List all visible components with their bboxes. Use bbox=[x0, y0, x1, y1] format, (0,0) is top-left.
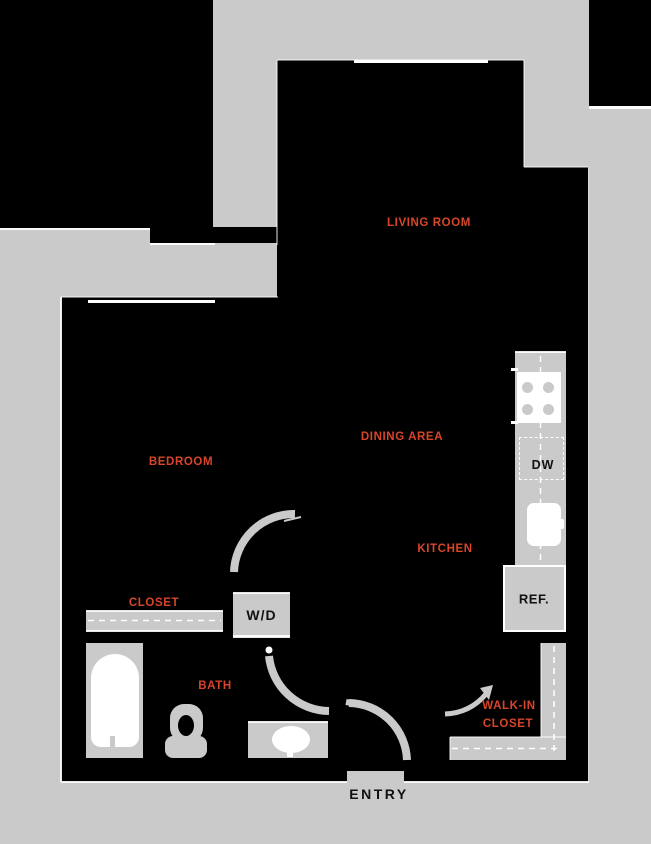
room-label-wic-line2: CLOSET bbox=[482, 718, 534, 730]
bedroom-door-arc bbox=[230, 509, 296, 573]
room-label-living: LIVING ROOM bbox=[387, 217, 471, 229]
bathtub-faucet bbox=[110, 736, 115, 747]
wall-outline bbox=[275, 60, 278, 245]
entry-label: ENTRY bbox=[349, 786, 409, 802]
dishwasher-label: DW bbox=[531, 458, 555, 472]
adjacent-structure-top-right bbox=[589, 0, 651, 106]
window bbox=[354, 60, 488, 63]
adjacent-structure-top-left bbox=[0, 0, 213, 228]
room-label-closet: CLOSET bbox=[128, 597, 180, 609]
toilet-bowl-hole bbox=[178, 715, 194, 736]
wall-outline bbox=[61, 780, 589, 783]
stove-burner bbox=[522, 404, 533, 415]
washer-dryer bbox=[233, 593, 290, 637]
unit-interior-upper-right bbox=[524, 167, 588, 300]
room-label-wic-line1: WALK-IN bbox=[482, 700, 536, 712]
refrigerator-label: REF. bbox=[518, 591, 550, 607]
closet-entry-arrow bbox=[444, 692, 488, 717]
toilet-base bbox=[165, 736, 207, 758]
wall-outline bbox=[524, 165, 588, 168]
kitchen-sink-faucet bbox=[549, 519, 564, 529]
bathroom-sink-faucet bbox=[287, 747, 293, 757]
room-label-bedroom: BEDROOM bbox=[148, 456, 214, 468]
wall-outline bbox=[277, 58, 524, 61]
closet-entry-arrowhead bbox=[480, 685, 493, 700]
room-label-dining: DINING AREA bbox=[360, 431, 444, 443]
stove bbox=[517, 372, 561, 423]
room-label-kitchen: KITCHEN bbox=[417, 543, 473, 555]
stove-burner bbox=[543, 382, 554, 393]
window bbox=[88, 299, 215, 303]
stove-burner bbox=[543, 404, 554, 415]
dishwasher bbox=[519, 437, 564, 480]
entry-door-arc bbox=[348, 699, 411, 761]
adjacent-structure-connector bbox=[150, 227, 279, 243]
refrigerator bbox=[503, 565, 566, 632]
bedroom-door-arc-tip bbox=[283, 516, 302, 522]
unit-interior-upper bbox=[277, 60, 524, 300]
bathroom-door-arc bbox=[265, 655, 330, 715]
bathtub bbox=[90, 654, 139, 747]
stove-burner bbox=[522, 382, 533, 393]
washer-dryer-label: W/D bbox=[246, 607, 277, 623]
wall-outline bbox=[59, 297, 62, 782]
room-label-bath: BATH bbox=[198, 680, 232, 692]
entry-opening bbox=[347, 771, 404, 784]
unit-interior-main bbox=[61, 297, 588, 782]
bathroom-door-hinge bbox=[265, 646, 273, 654]
wall-outline bbox=[587, 167, 589, 782]
wall-outline bbox=[61, 295, 278, 298]
wall-outline bbox=[522, 60, 525, 167]
